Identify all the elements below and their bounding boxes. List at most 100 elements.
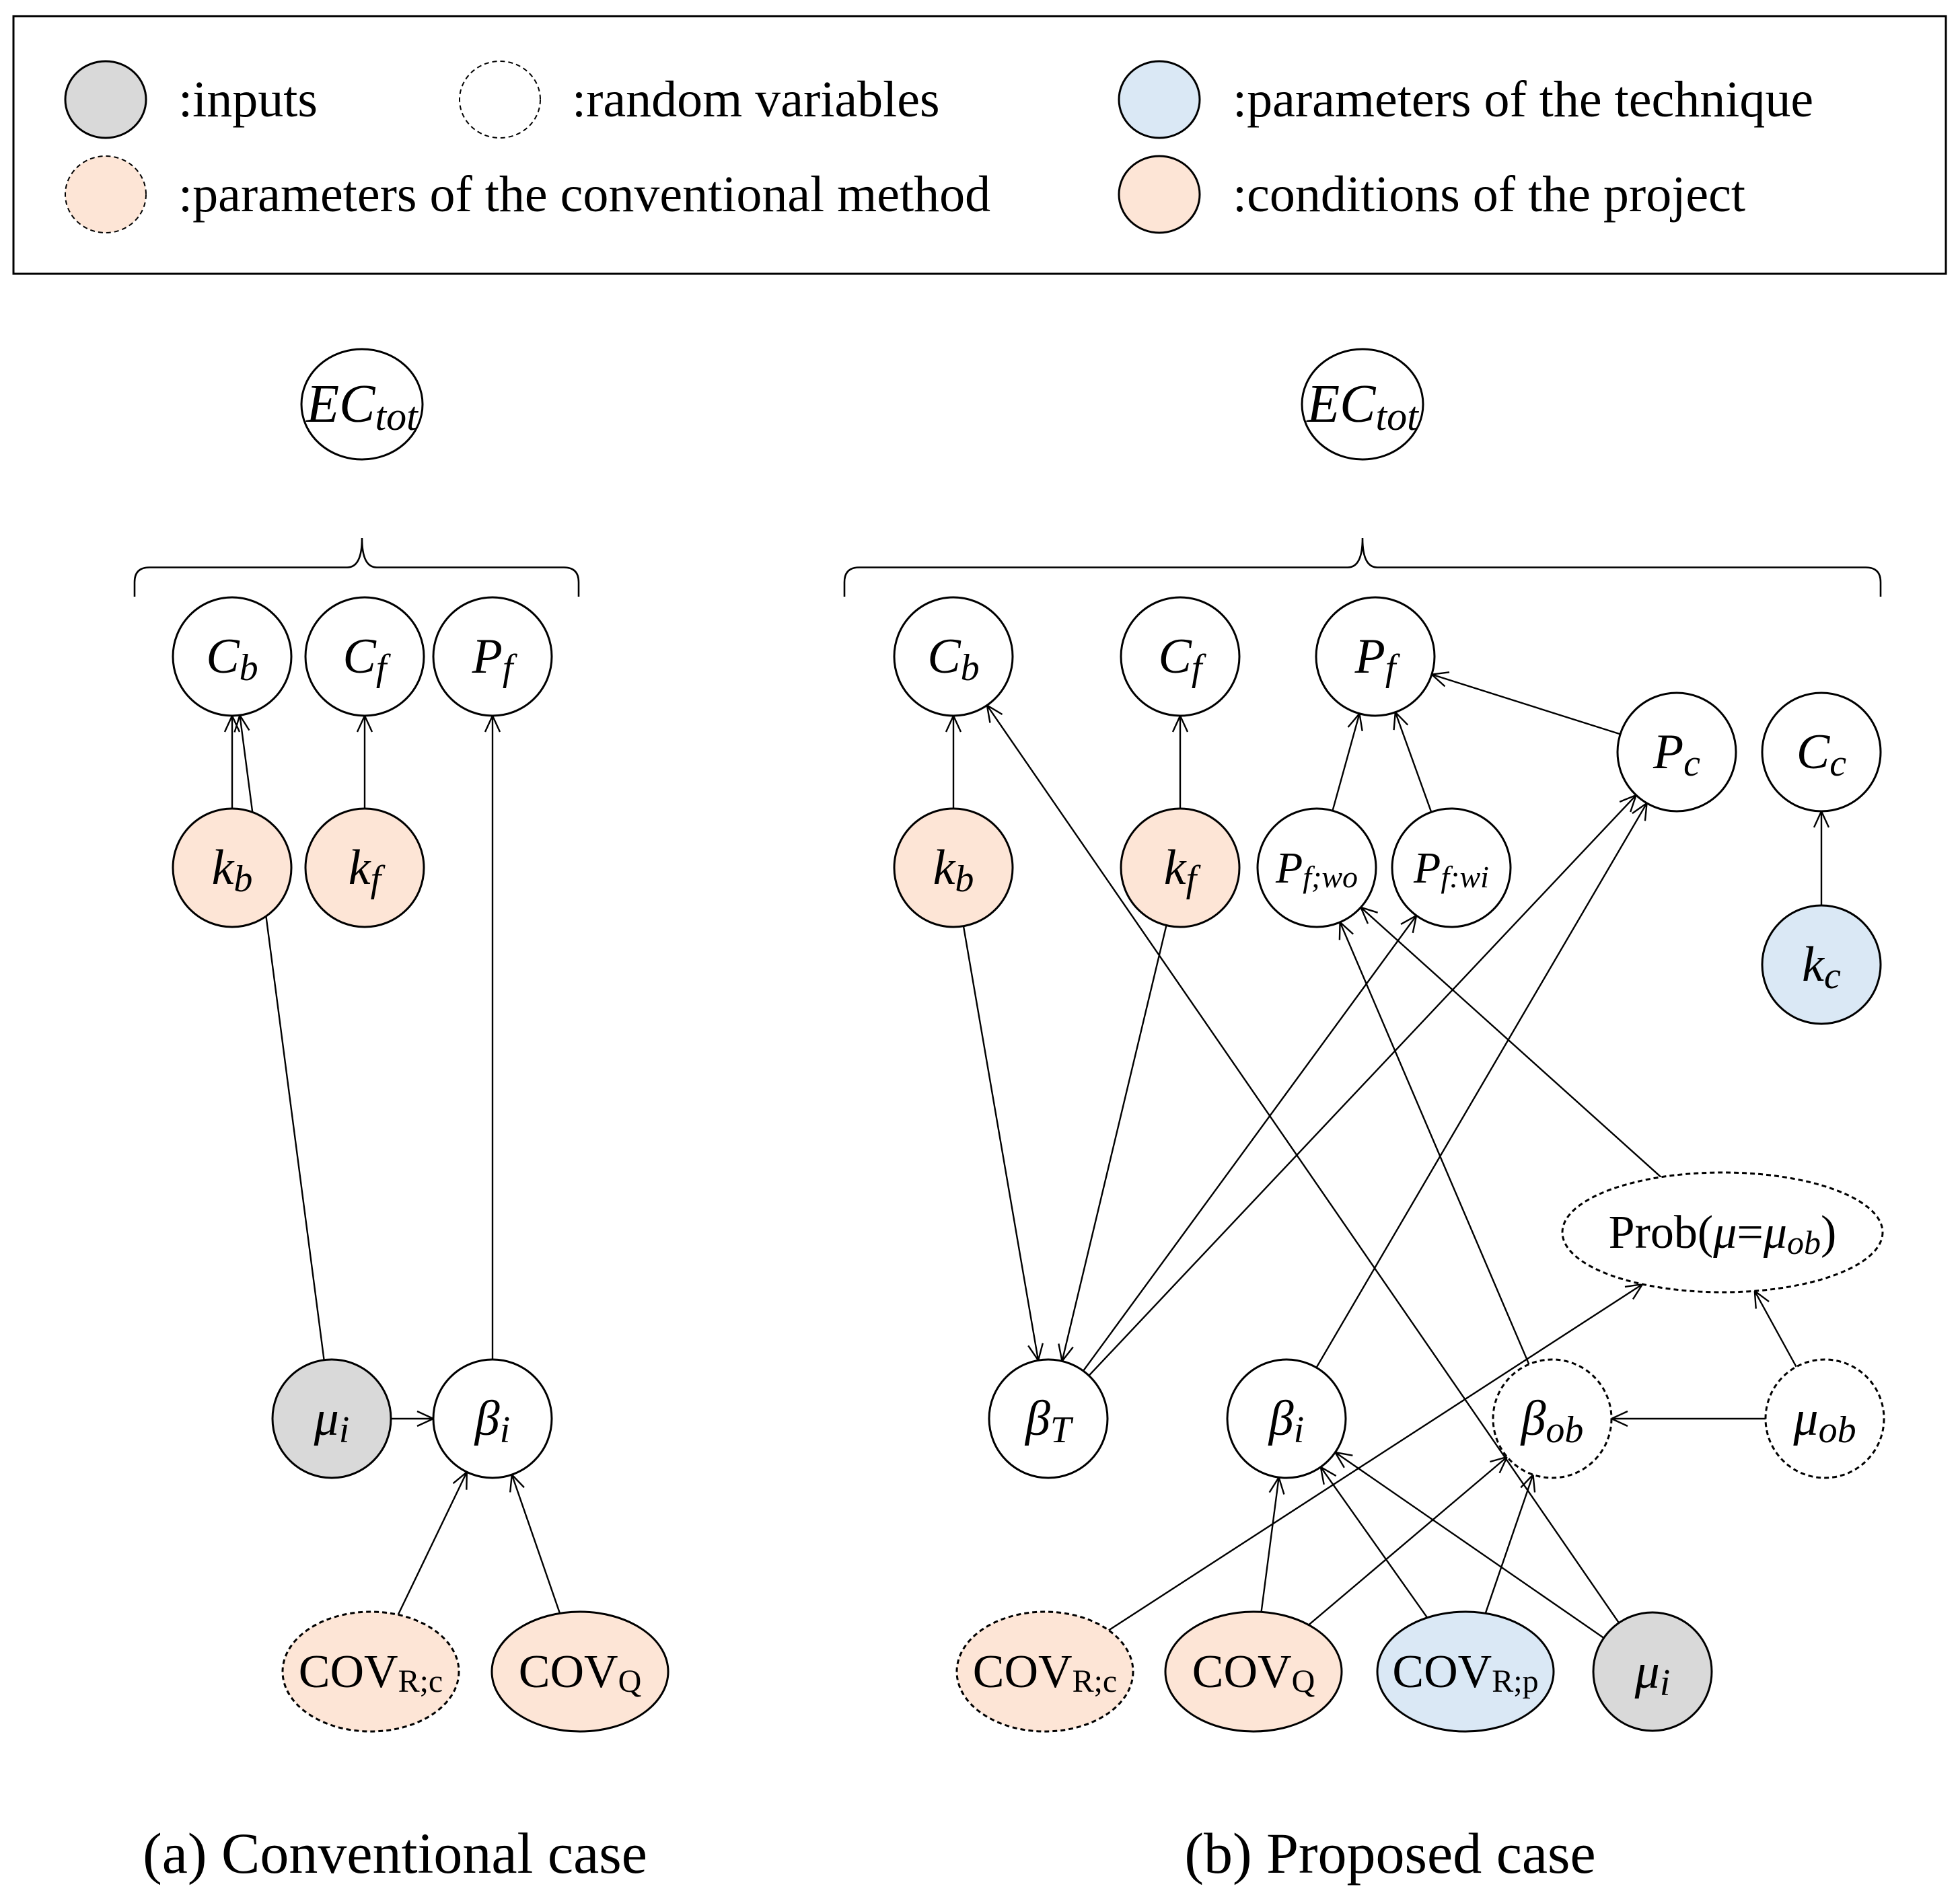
edge-kf-to-beta-t — [1058, 925, 1167, 1364]
edge-cov-q-to-beta-ob-arrowhead — [1490, 1456, 1509, 1474]
node-pf-wi: Pf:wi — [1391, 807, 1512, 928]
legend-swatch-conditions-project — [1118, 155, 1201, 234]
node-beta-ob-shape — [1492, 1358, 1613, 1479]
node-kb-label: kb — [933, 840, 974, 900]
node-beta-i-label: βi — [474, 1391, 510, 1451]
node-pf-shape — [432, 596, 553, 717]
edge-cov-rp-to-beta-ob-line — [1484, 1474, 1534, 1614]
node-cb-label: Cb — [927, 629, 979, 689]
node-ec-tot: ECtot — [300, 348, 424, 461]
node-mu-i-label: μi — [314, 1391, 350, 1451]
edge-cov-q-to-beta-i — [509, 1473, 561, 1614]
legend-swatch-parameters-technique — [1118, 60, 1201, 139]
caption-proposed-case: (b) Proposed case — [1184, 1821, 1595, 1886]
edge-mu-i-to-cb-line — [986, 704, 1620, 1624]
node-cov-rc: COVR;c — [955, 1610, 1134, 1733]
edges — [945, 671, 1830, 1639]
node-ec-tot-shape — [300, 348, 424, 461]
node-cc-label: Cc — [1796, 724, 1846, 784]
node-beta-i-shape — [1226, 1358, 1347, 1479]
edge-kb-to-cb — [945, 714, 962, 809]
edge-kf-to-beta-t-line — [1061, 925, 1167, 1362]
node-cov-q-shape — [491, 1610, 669, 1733]
edge-cov-q-to-beta-i — [1260, 1475, 1285, 1612]
node-kb-label: kb — [212, 840, 253, 900]
legend-item-inputs: :inputs — [64, 60, 318, 139]
edge-pf-wo-to-pf-line — [1332, 713, 1360, 811]
node-ec-tot-shape — [1301, 348, 1424, 461]
node-cb-shape — [172, 596, 293, 717]
node-beta-i: βi — [432, 1358, 553, 1479]
node-beta-ob-label: βob — [1520, 1391, 1584, 1451]
node-pc-shape — [1616, 692, 1737, 813]
legend-label-inputs: :inputs — [178, 71, 318, 128]
node-cb: Cb — [172, 596, 293, 717]
node-mu-ob: μob — [1764, 1358, 1885, 1479]
legend-label-parameters-conventional: :parameters of the conventional method — [178, 166, 990, 223]
node-mu-ob-label: μob — [1792, 1391, 1856, 1451]
edge-beta-t-to-pc-line — [1088, 794, 1637, 1376]
edge-pf-wi-to-pf — [1393, 710, 1432, 813]
edge-kb-to-beta-t-line — [962, 926, 1040, 1361]
edge-cov-q-to-beta-i-line — [511, 1474, 561, 1614]
grouping-brace — [133, 537, 580, 597]
node-beta-i-label: βi — [1268, 1391, 1304, 1451]
node-cov-q-label: COVQ — [519, 1646, 641, 1699]
edge-cov-rc-to-prob-line — [1108, 1283, 1643, 1631]
node-kb: kb — [172, 807, 293, 928]
node-kc: kc — [1761, 904, 1882, 1025]
edge-cov-rc-to-beta-i — [397, 1470, 468, 1615]
legend-item-conditions-project: :conditions of the project — [1118, 155, 1745, 234]
node-beta-t-shape — [988, 1358, 1109, 1479]
node-cov-q-label: COVQ — [1192, 1646, 1315, 1699]
edge-beta-i-to-pc-line — [1315, 803, 1648, 1368]
node-cov-rc-label: COVR;c — [973, 1646, 1117, 1699]
edge-pc-to-pf — [1430, 671, 1621, 735]
edge-mu-ob-to-beta-ob — [1609, 1410, 1766, 1427]
caption-conventional-case: (a) Conventional case — [143, 1821, 647, 1886]
node-beta-t-label: βT — [1024, 1391, 1074, 1451]
edge-kc-to-cc — [1813, 809, 1830, 905]
edge-beta-ob-to-pf-wo — [1338, 920, 1530, 1365]
legend-swatch-parameters-conventional — [65, 155, 147, 233]
node-cf: Cf — [1120, 596, 1241, 717]
node-cov-rc-shape — [955, 1610, 1134, 1733]
node-pf-wo: Pf;wo — [1256, 807, 1377, 928]
node-pf: Pf — [432, 596, 553, 717]
node-ec-tot-label: ECtot — [1306, 375, 1419, 439]
edge-mu-i-to-beta-i-line — [1334, 1452, 1605, 1639]
legend-item-parameters-conventional: :parameters of the conventional method — [65, 155, 990, 233]
node-mu-i: μi — [271, 1358, 392, 1479]
node-pf-wi-shape — [1391, 807, 1512, 928]
node-kc-label: kc — [1802, 937, 1841, 997]
legend-swatch-random-variables — [459, 61, 541, 139]
node-cov-q: COVQ — [1164, 1610, 1343, 1733]
legend-label-parameters-technique: :parameters of the technique — [1233, 71, 1813, 128]
node-beta-i: βi — [1226, 1358, 1347, 1479]
edge-beta-t-to-pf-wi-line — [1082, 915, 1418, 1372]
legend-label-conditions-project: :conditions of the project — [1233, 166, 1745, 223]
edge-prob-to-pf-wo-line — [1360, 906, 1662, 1178]
node-cov-rp-shape — [1376, 1610, 1555, 1733]
node-cov-rc-label: COVR;c — [299, 1646, 443, 1699]
node-cf-shape — [1120, 596, 1241, 717]
node-ec-tot: ECtot — [1301, 348, 1424, 461]
edge-cov-q-to-beta-ob-line — [1308, 1456, 1508, 1626]
node-pf-shape — [1315, 596, 1436, 717]
node-pc: Pc — [1616, 692, 1737, 813]
node-prob: Prob(μ=μob) — [1561, 1171, 1884, 1294]
node-kb-shape — [172, 807, 293, 928]
edge-kb-to-beta-t — [962, 926, 1044, 1363]
edge-pf-wi-to-pf-line — [1394, 712, 1432, 813]
edge-pc-to-pf-line — [1431, 673, 1621, 735]
edge-prob-to-pf-wo — [1359, 905, 1662, 1178]
edge-mu-ob-to-prob-line — [1753, 1290, 1797, 1368]
node-cov-rc-shape — [281, 1610, 460, 1733]
edge-beta-ob-to-pf-wo-line — [1339, 922, 1530, 1365]
legend-item-parameters-technique: :parameters of the technique — [1118, 60, 1813, 139]
node-prob-label: Prob(μ=μob) — [1609, 1207, 1837, 1262]
edge-cov-rp-to-beta-ob-arrowhead — [1520, 1473, 1536, 1493]
node-kf-shape — [304, 807, 425, 928]
node-mu-i-shape — [271, 1358, 392, 1479]
